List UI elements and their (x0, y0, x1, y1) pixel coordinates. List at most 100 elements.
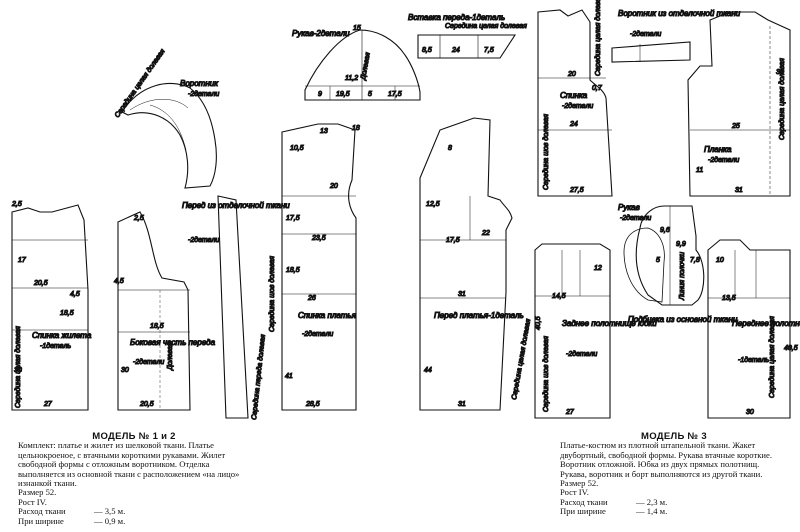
label-dolevaya-sleeve: Долевая (360, 52, 372, 82)
m-za27: 27 (565, 409, 575, 416)
m-pe405: 40,5 (784, 345, 798, 352)
m-p8: 8 (448, 145, 452, 152)
m-z45: 4,5 (70, 291, 80, 298)
m-s13: 13 (320, 128, 328, 135)
width-label: При ширине (18, 515, 64, 526)
piece-back-skirt: 14,5 27 40,5 12 Заднее полотнище юбки -2… (534, 243, 658, 419)
label-vorotnik: Воротник (180, 79, 219, 88)
caption-height: Рост IV. (18, 496, 47, 507)
m-pl25: 25 (731, 123, 740, 130)
m-sp275: 27,5 (569, 187, 584, 194)
m-r9: 9 (318, 91, 322, 98)
caption-row-usage: Расход ткани — 2,3 м. (560, 496, 788, 507)
m-za145: 14,5 (552, 293, 566, 300)
m-sp24: 24 (569, 121, 578, 128)
m-pe135: 13,5 (722, 295, 736, 302)
m-s26: 26 (307, 295, 316, 302)
label-planka: Планка (704, 145, 732, 154)
label-vstavka: Вставка переда-1деталь (408, 13, 505, 22)
label-podbivka: Подбивка из основной ткани (628, 315, 738, 324)
piece-jacket-back: 20 24 27,5 0,7 Спинка -2детали Середина … (537, 9, 613, 197)
m-r112: 11,2 (345, 75, 358, 82)
label-spinka3-sub: -2детали (562, 102, 593, 110)
caption-row-usage: Расход ткани — 3,5 м. (18, 506, 250, 517)
m-z185: 18,5 (60, 310, 74, 317)
m-ru96: 9,6 (660, 227, 670, 234)
m-pl11: 11 (696, 167, 703, 174)
caption-size: Размер 52. (560, 478, 599, 489)
m-ru99: 9,9 (676, 241, 686, 248)
caption-model-1-2: МОДЕЛЬ № 1 и 2 Комплект: платье и жилет … (18, 432, 250, 526)
m-r175: 17,5 (388, 91, 402, 98)
m-ru78: 7,8 (690, 257, 700, 264)
m-r15: 15 (353, 25, 361, 32)
label-perednee-sub: -1деталь (738, 356, 769, 364)
label-rukav-top: Рукав-2детали (292, 29, 350, 38)
label-liniya: Линия полочки (679, 252, 686, 301)
label-pered-platya: Перед платья-1деталь (434, 311, 524, 320)
m-z205: 20,5 (33, 280, 48, 287)
label-perednee-fold: Середина целая долевая (768, 316, 776, 398)
m-r5: 5 (368, 91, 372, 98)
caption-row-width: При ширине — 0,9 м. (18, 515, 250, 526)
caption-title: МОДЕЛЬ № 1 и 2 (92, 431, 176, 442)
piece-jacket-sleeve: Рукав -2детали 9,9 7,8 5 9,6 Линия полоч… (617, 202, 738, 324)
label-zadnee-fold: Середина шов долевая (542, 336, 550, 412)
m-s185: 18,5 (286, 267, 300, 274)
label-rukav3-sub: -2детали (620, 214, 651, 222)
m-b205: 20,5 (139, 401, 154, 408)
m-b25: 2,5 (133, 215, 144, 222)
label-pered-vorot-sub: -2детали (188, 236, 219, 244)
m-b30: 30 (121, 367, 129, 374)
usage-value: — 2,3 м. (636, 496, 668, 507)
m-z17: 17 (18, 257, 27, 264)
m-b185: 18,5 (150, 323, 164, 330)
label-vstavka-sub: Середина целая долевая (445, 22, 527, 30)
piece-front-skirt: 13,5 30 40,5 10 Переднее полотнище юбки … (707, 239, 800, 419)
piece-jacket-collar: Воротник из отделочной ткани -2детали Се… (593, 0, 741, 77)
m-v75: 7,5 (484, 47, 494, 54)
m-s20: 20 (329, 183, 338, 190)
label-bokovaya-sub: -2детали (133, 358, 164, 366)
label-bokovaya: Боковая часть переда (130, 338, 216, 347)
m-pe30: 30 (746, 409, 754, 416)
m-p31a: 31 (458, 291, 466, 298)
m-ru5: 5 (656, 257, 660, 264)
caption-title: МОДЕЛЬ № 3 (641, 431, 707, 442)
caption-body: Платье-костюм из плотной штапельной ткан… (560, 440, 772, 479)
m-s285: 28,5 (305, 401, 320, 408)
m-p22: 22 (481, 230, 490, 237)
label-zhilet-fold: Середина целая долевая (14, 326, 22, 408)
usage-label: Расход ткани (18, 506, 66, 517)
label-vorotnik3-fold: Середина целая долевая (594, 0, 602, 76)
m-p175: 17,5 (446, 237, 460, 244)
width-label: При ширине (560, 506, 606, 517)
m-v24: 24 (451, 47, 460, 54)
label-spinka-zhileta-sub: -1деталь (40, 342, 71, 350)
label-perednee: Переднее полотнище юбки (732, 319, 800, 328)
label-planka-sub: -2детали (708, 156, 739, 164)
caption-model-3: МОДЕЛЬ № 3 Платье-костюм из плотной штап… (560, 432, 788, 517)
m-pl38: 38 (776, 69, 784, 76)
label-spinka-zhileta: Спинка жилета (32, 331, 92, 340)
m-z25: 2,5 (11, 201, 22, 208)
caption-body: Комплект: платье и жилет из шелковой тка… (18, 440, 240, 489)
label-vorotnik3: Воротник из отделочной ткани (618, 9, 741, 18)
width-value: — 1,4 м. (636, 506, 668, 517)
usage-value: — 3,5 м. (94, 506, 126, 517)
label-seredina-pereda: Середина переда долевая (250, 334, 267, 420)
label-spinka-platya: Спинка платья (298, 311, 357, 320)
m-s41: 41 (285, 373, 293, 380)
caption-row-width: При ширине — 1,4 м. (560, 506, 788, 517)
label-spinka3-fold: Середина шов долевая (542, 114, 550, 190)
piece-front-insert: Вставка переда-1деталь Середина целая до… (407, 12, 528, 59)
piece-dress-front: 8 17,5 22 31 31 44 12,5 Перед платья-1де… (419, 117, 533, 411)
m-pl31: 31 (735, 187, 743, 194)
label-vorotnik3-sub: -2детали (630, 30, 661, 38)
m-za405: 40,5 (535, 316, 542, 330)
m-b45: 4,5 (114, 278, 124, 285)
piece-dress-back: 13 18 20 17,5 23,5 18,5 26 41 28,5 10,5 … (267, 123, 360, 411)
caption-size: Размер 52. (18, 487, 57, 498)
m-s105: 10,5 (290, 145, 304, 152)
